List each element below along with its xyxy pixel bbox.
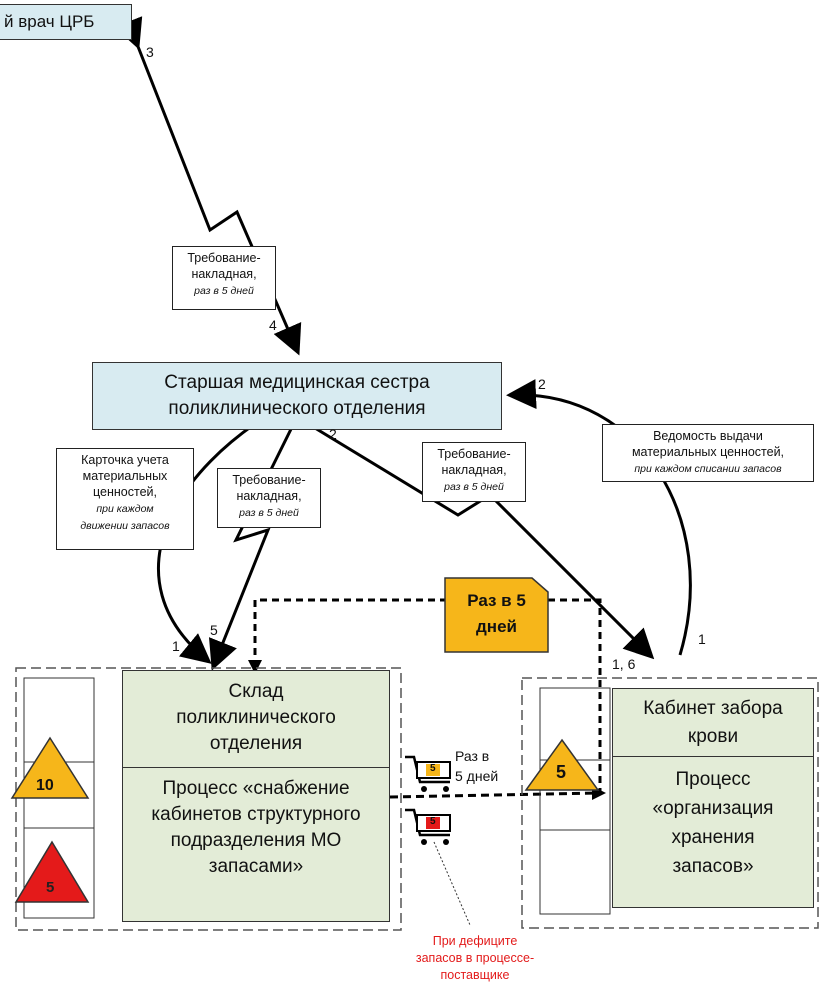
label-issue-statement: Ведомость выдачи материальных ценностей,… — [602, 424, 814, 482]
conn-number-5-warehouse: 5 — [210, 622, 218, 638]
arrow-nurse-to-cabinet — [281, 399, 655, 660]
senior-nurse-line-1: Старшая медицинская сестра — [164, 372, 430, 393]
stock-triangle-red-5 — [14, 840, 90, 903]
cabinet-process: Процесс «организация хранения запасов» — [652, 769, 774, 877]
cart-red-value: 5 — [430, 816, 436, 827]
label-requisition-middle: Требование- накладная, раз в 5 дней — [217, 468, 321, 528]
schedule-card — [444, 577, 549, 653]
conn-number-2-right: 2 — [538, 376, 546, 392]
warehouse-title: Склад поликлинического отделения — [123, 671, 389, 768]
cart-icon-red — [405, 808, 451, 845]
conn-number-3: 3 — [146, 44, 154, 60]
conn-number-1-cabinet: 1 — [698, 631, 706, 647]
senior-nurse-node: Старшая медицинская сестра поликлиническ… — [92, 362, 502, 430]
triangle-10-value: 10 — [36, 777, 54, 794]
triangle-cabinet-value: 5 — [556, 762, 567, 782]
deficit-pointer — [433, 841, 471, 926]
cart-caption: Раз в 5 дней — [455, 748, 499, 784]
dashed-schedule-line — [253, 598, 602, 795]
label-inventory-card: Карточка учета материальных ценностей, п… — [56, 448, 194, 550]
cart-icon-yellow — [405, 755, 451, 792]
stock-triangle-yellow-10 — [10, 736, 90, 799]
conn-number-1-warehouse: 1 — [172, 638, 180, 654]
chief-doctor-label: й врач ЦРБ — [4, 12, 95, 31]
warehouse-node: Склад поликлинического отделения Процесс… — [122, 670, 390, 922]
blood-draw-cabinet-node: Кабинет забора крови Процесс «организаци… — [612, 688, 814, 908]
schedule-card-label: Раз в 5 дней — [467, 591, 526, 636]
warehouse-process: Процесс «снабжение кабинетов структурног… — [151, 778, 361, 877]
conn-number-2-center: 2 — [329, 426, 337, 442]
chief-doctor-node: й врач ЦРБ — [0, 4, 132, 40]
senior-nurse-line-2: поликлинического отделения — [168, 398, 426, 419]
triangle-red-value: 5 — [46, 879, 55, 896]
cabinet-title: Кабинет забора крови — [613, 689, 813, 757]
warehouse-frame — [15, 667, 402, 931]
cabinet-frame — [521, 677, 819, 929]
conn-number-1-6: 1, 6 — [612, 656, 636, 672]
label-requisition-top: Требование- накладная, раз в 5 дней — [172, 246, 276, 310]
label-requisition-right: Требование- накладная, раз в 5 дней — [422, 442, 526, 502]
stock-triangle-yellow-5 — [524, 738, 600, 791]
cart-yellow-value: 5 — [430, 763, 436, 774]
dashed-material-flow — [389, 791, 599, 799]
conn-number-4: 4 — [269, 317, 277, 333]
deficit-note: При дефиците запасов в процессе- поставщ… — [415, 934, 535, 982]
